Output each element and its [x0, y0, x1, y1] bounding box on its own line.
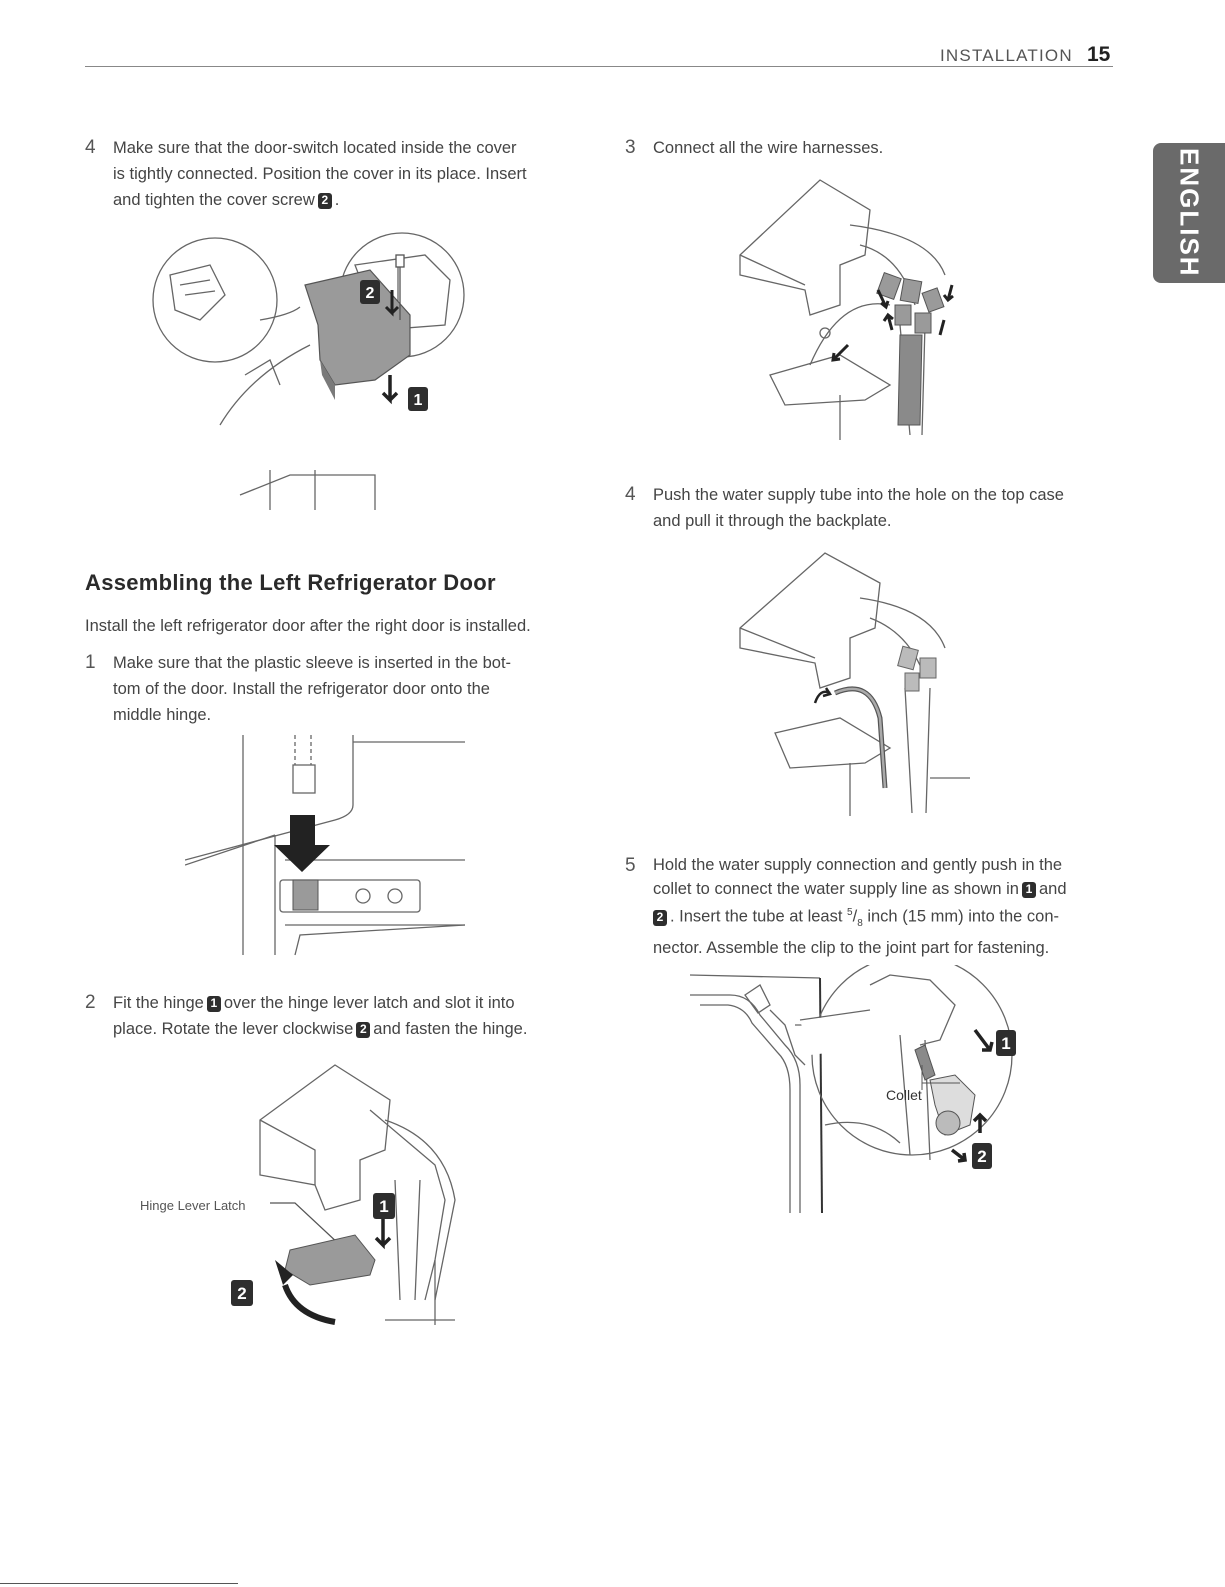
section-title: Assembling the Left Refrigerator Door	[85, 570, 496, 595]
right-step-4: 4 Push the water supply tube into the ho…	[625, 482, 1125, 538]
figure-hinge-lever: Hinge Lever Latch 1 2	[140, 1064, 456, 1325]
step-text: Connect all the wire harnesses.	[653, 139, 884, 157]
language-tab-label: ENGLISH	[1174, 148, 1205, 278]
zoom-circle	[811, 965, 1013, 1156]
header-section-title: INSTALLATION	[940, 46, 1073, 65]
arrow-down-icon	[381, 375, 399, 405]
arrow-down-icon	[384, 290, 400, 317]
figure-badge-2: 2	[977, 1147, 986, 1166]
left-step-4: 4 Make sure that the door-switch located…	[85, 135, 585, 215]
fraction-denominator: 8	[857, 917, 863, 929]
tube-part	[914, 1044, 936, 1081]
arrow-icon	[950, 1148, 967, 1163]
step-number: 1	[85, 652, 96, 673]
step-text: Make sure that the door-switch located i…	[113, 139, 527, 209]
right-step-5: 5 Hold the water supply connection and g…	[625, 853, 1135, 961]
curved-arrow-icon	[813, 687, 832, 704]
footer-rule	[0, 1583, 238, 1584]
arrow-down-icon	[374, 1215, 392, 1250]
figure-door-hinge	[185, 735, 466, 956]
section-intro: Install the left refrigerator door after…	[85, 617, 531, 635]
hinge-lever-part	[284, 1234, 376, 1286]
figure-badge-1: 1	[379, 1197, 388, 1216]
figure-badge-2: 2	[366, 285, 375, 302]
badge-2: 2	[653, 909, 667, 926]
zoom-circle-left	[152, 237, 278, 363]
step-number: 2	[85, 992, 96, 1013]
figure-badge-1: 1	[414, 392, 423, 409]
step-number: 3	[625, 137, 636, 158]
fraction-numerator: 5	[847, 907, 853, 918]
arrow-down-icon	[274, 815, 330, 872]
language-tab: ENGLISH	[1153, 143, 1225, 283]
right-step-3: 3 Connect all the wire harnesses.	[625, 135, 1125, 163]
step-number: 4	[85, 137, 96, 158]
figure-badge-1: 1	[1001, 1034, 1010, 1053]
cover-part	[304, 269, 411, 386]
step-text: Make sure that the plastic sleeve is ins…	[113, 654, 512, 724]
rotate-arrow-icon	[275, 1260, 293, 1285]
hinge-lever-latch-label: Hinge Lever Latch	[140, 1198, 246, 1213]
step-number: 5	[625, 855, 636, 876]
header-divider	[85, 66, 1113, 67]
collet-label: Collet	[886, 1087, 922, 1103]
step-number: 4	[625, 484, 636, 505]
badge-2: 2	[356, 1022, 371, 1038]
step-text: Push the water supply tube into the hole…	[653, 486, 1064, 530]
figure-cover-screw: 2 1	[152, 232, 465, 510]
figure-wire-harnesses	[739, 179, 954, 440]
page-number: 15	[1087, 43, 1111, 66]
figure-collet: Collet 1 2	[690, 965, 1016, 1214]
arrow-up-icon	[972, 1112, 988, 1133]
arrow-icon	[973, 1028, 994, 1052]
badge-2: 2	[317, 193, 332, 209]
step-text: Hold the water supply connection and gen…	[653, 856, 1067, 957]
figure-water-tube	[739, 552, 970, 816]
figure-badge-2: 2	[237, 1284, 246, 1303]
badge-1: 1	[1021, 882, 1036, 898]
badge-1: 1	[206, 996, 221, 1012]
left-step-1: 1 Make sure that the plastic sleeve is i…	[85, 650, 585, 730]
